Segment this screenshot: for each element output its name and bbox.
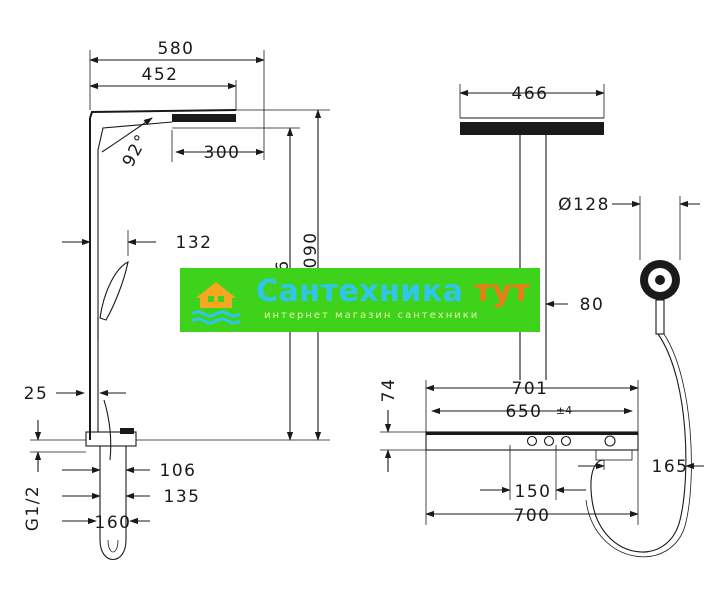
hand-shower	[99, 261, 129, 321]
hand-shower-handle	[655, 299, 665, 335]
label-300: 300	[204, 143, 241, 163]
watermark-brand: Сантехника тут	[256, 274, 531, 309]
label-452: 452	[142, 65, 179, 85]
label-tolerance: ±4	[556, 404, 572, 417]
label-165: 165	[652, 457, 689, 477]
watermark-brand-accent: тут	[474, 274, 531, 309]
overhead-head-front	[460, 122, 604, 135]
label-150: 150	[515, 482, 552, 502]
label-74: 74	[379, 378, 399, 403]
thermostat-body	[85, 431, 137, 447]
label-700: 700	[514, 506, 551, 526]
label-701: 701	[512, 379, 549, 399]
knob-2	[543, 435, 555, 447]
house-logo-icon	[191, 282, 241, 325]
label-g12: G1/2	[23, 485, 43, 532]
hose-upper	[103, 399, 112, 461]
label-466: 466	[512, 84, 549, 104]
label-160: 160	[95, 513, 132, 533]
holder-bracket	[595, 449, 633, 461]
overhead-shower-head	[172, 114, 236, 122]
label-25: 25	[24, 384, 49, 404]
front-view: 466 Ø128 80 701 650 ±4 74 150 700 165	[379, 84, 704, 557]
knob-1	[526, 435, 538, 447]
dim-arc-92	[101, 117, 153, 153]
shower-arm	[89, 109, 237, 119]
label-650: 650	[506, 402, 543, 422]
label-80: 80	[580, 295, 605, 315]
hose-loop-inner	[107, 539, 119, 553]
temp-knob	[604, 435, 616, 447]
watermark-banner: Сантехника тут интернет магазин сантехни…	[180, 268, 540, 332]
knob-3	[560, 435, 572, 447]
label-128: Ø128	[558, 195, 610, 215]
hose-front-outer	[585, 333, 692, 557]
label-580: 580	[158, 39, 195, 59]
label-106: 106	[160, 461, 197, 481]
label-angle-92: 92°	[119, 130, 153, 170]
hose-loop	[99, 539, 127, 560]
label-132: 132	[176, 233, 213, 253]
hose-front	[590, 333, 687, 553]
label-135: 135	[164, 487, 201, 507]
thermostat-shelf	[120, 428, 134, 434]
watermark-tagline: интернет магазин сантехники	[264, 310, 480, 321]
